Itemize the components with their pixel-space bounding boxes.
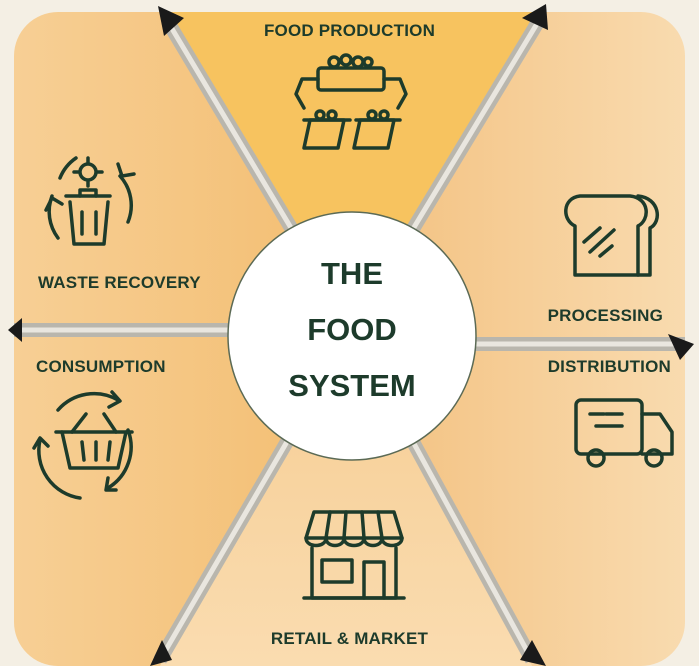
center-title: THE FOOD SYSTEM bbox=[232, 240, 472, 420]
arrow-head-left bbox=[8, 318, 22, 342]
label-distribution: DISTRIBUTION bbox=[547, 357, 671, 376]
label-waste-recovery: WASTE RECOVERY bbox=[38, 273, 201, 292]
arrow-head-top-left bbox=[158, 6, 184, 36]
shopping-basket-cycle-icon bbox=[32, 390, 134, 500]
arrow-head-top-right bbox=[522, 4, 548, 30]
arrow-head-right bbox=[668, 334, 694, 360]
delivery-truck-icon bbox=[574, 398, 674, 468]
panel-retail-market bbox=[160, 330, 532, 666]
center-circle bbox=[227, 211, 477, 461]
bread-loaf-icon bbox=[564, 194, 660, 277]
center-title-line-3: SYSTEM bbox=[288, 368, 416, 403]
harvest-basket-icon bbox=[294, 53, 408, 150]
label-consumption: CONSUMPTION bbox=[36, 357, 166, 376]
arrow-head-bottom-right bbox=[520, 640, 546, 666]
label-processing: PROCESSING bbox=[547, 306, 663, 325]
label-food-production: FOOD PRODUCTION bbox=[263, 21, 436, 40]
recycle-bin-icon bbox=[44, 156, 136, 246]
center-title-line-2: FOOD bbox=[307, 312, 397, 347]
label-retail-market: RETAIL & MARKET bbox=[270, 629, 429, 648]
arrow-head-bottom-left bbox=[150, 640, 172, 666]
arrow-heads bbox=[8, 4, 694, 666]
storefront-icon bbox=[302, 510, 406, 600]
center-title-line-1: THE bbox=[321, 256, 383, 291]
panel-food-production bbox=[168, 12, 538, 330]
